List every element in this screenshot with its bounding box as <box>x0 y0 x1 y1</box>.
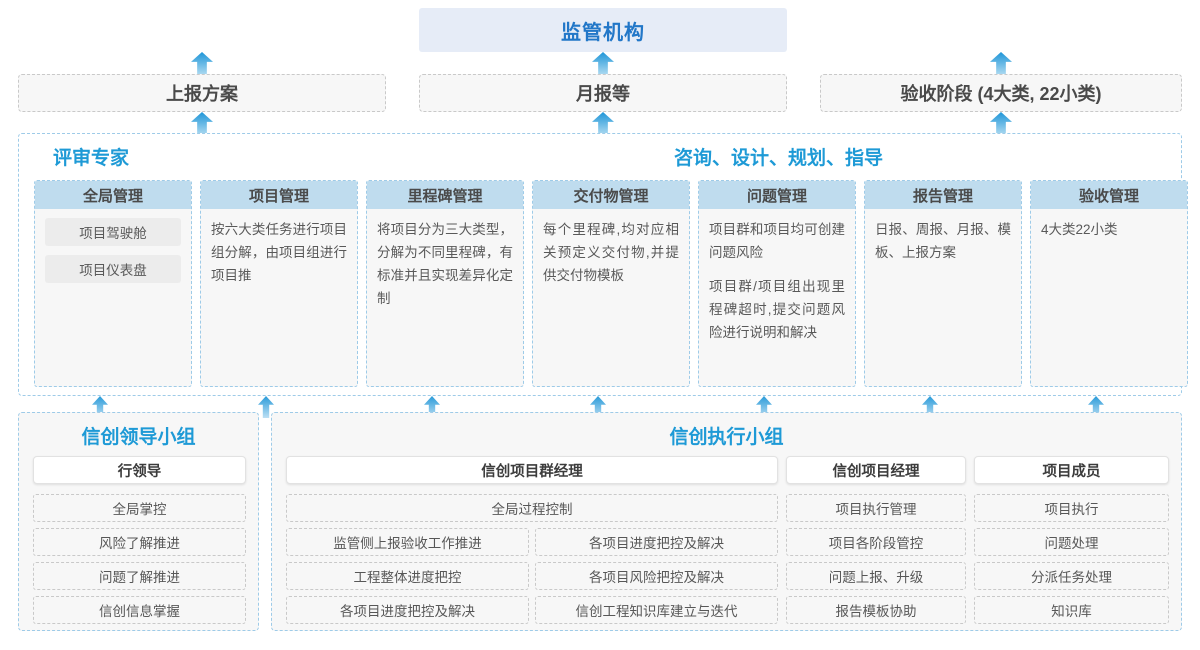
management-panel: 评审专家 咨询、设计、规划、指导 全局管理项目驾驶舱项目仪表盘项目管理按六大类任… <box>18 133 1188 396</box>
management-paragraph: 按六大类任务进行项目组分解，由项目组进行项目推 <box>211 222 347 283</box>
arrow-up-icon <box>990 112 1012 134</box>
regulator-box: 监管机构 <box>419 8 787 52</box>
management-chip[interactable]: 项目驾驶舱 <box>45 218 181 246</box>
management-column[interactable]: 报告管理日报、周报、月报、模板、上报方案 <box>864 180 1022 387</box>
management-paragraph: 4大类22小类 <box>1041 222 1118 237</box>
management-column[interactable]: 项目管理按六大类任务进行项目组分解，由项目组进行项目推 <box>200 180 358 387</box>
task-item[interactable]: 各项目进度把控及解决 <box>535 528 778 556</box>
task-item[interactable]: 项目执行管理 <box>786 494 966 522</box>
management-chip[interactable]: 项目仪表盘 <box>45 255 181 283</box>
task-item[interactable]: 各项目进度把控及解决 <box>286 596 529 624</box>
execution-group-title: 信创执行小组 <box>669 427 784 448</box>
management-column-body: 项目驾驶舱项目仪表盘 <box>35 209 191 283</box>
management-column-header: 交付物管理 <box>533 181 689 209</box>
task-item[interactable]: 问题上报、升级 <box>786 562 966 590</box>
management-paragraph: 项目群/项目组出现里程碑超时,提交问题风险进行说明和解决 <box>709 279 845 340</box>
management-column-header: 全局管理 <box>35 181 191 209</box>
management-column-body: 每个里程碑,均对应相关预定义交付物,并提供交付物模板 <box>533 209 689 287</box>
arrow-up-icon <box>592 112 614 134</box>
task-item[interactable]: 问题处理 <box>974 528 1169 556</box>
management-paragraph: 将项目分为三大类型，分解为不同里程碑，有标准并且实现差异化定制 <box>377 222 513 306</box>
management-column[interactable]: 问题管理项目群和项目均可创建问题风险项目群/项目组出现里程碑超时,提交问题风险进… <box>698 180 856 387</box>
management-column-body: 项目群和项目均可创建问题风险项目群/项目组出现里程碑超时,提交问题风险进行说明和… <box>699 209 855 344</box>
panel-title-reviewers: 评审专家 <box>53 148 130 169</box>
task-item[interactable]: 问题了解推进 <box>33 562 246 590</box>
arrow-up-icon <box>592 52 614 74</box>
report-box-monthly: 月报等 <box>419 74 787 112</box>
role-head-project-manager[interactable]: 信创项目经理 <box>786 456 966 484</box>
task-item[interactable]: 知识库 <box>974 596 1169 624</box>
management-column[interactable]: 验收管理 4大类22小类 <box>1030 180 1188 387</box>
leadership-group-title: 信创领导小组 <box>81 427 196 448</box>
report-box-acceptance: 验收阶段 (4大类, 22小类) <box>820 74 1182 112</box>
task-item[interactable]: 全局掌控 <box>33 494 246 522</box>
management-column-header: 验收管理 <box>1031 181 1187 209</box>
management-column[interactable]: 交付物管理每个里程碑,均对应相关预定义交付物,并提供交付物模板 <box>532 180 690 387</box>
panel-title-consulting: 咨询、设计、规划、指导 <box>674 148 884 169</box>
management-column-header: 问题管理 <box>699 181 855 209</box>
task-global-process-control[interactable]: 全局过程控制 <box>286 494 778 522</box>
management-column[interactable]: 里程碑管理将项目分为三大类型，分解为不同里程碑，有标准并且实现差异化定制 <box>366 180 524 387</box>
task-item[interactable]: 信创信息掌握 <box>33 596 246 624</box>
arrow-up-icon <box>990 52 1012 74</box>
task-item[interactable]: 分派任务处理 <box>974 562 1169 590</box>
arrow-up-icon <box>191 112 213 134</box>
task-item[interactable]: 工程整体进度把控 <box>286 562 529 590</box>
execution-group-panel: 信创执行小组 信创项目群经理 信创项目经理 项目成员 全局过程控制 监管侧上报验… <box>271 412 1182 631</box>
management-column-header: 项目管理 <box>201 181 357 209</box>
management-paragraph: 项目群和项目均可创建问题风险 <box>709 222 845 260</box>
arrow-up-icon <box>191 52 213 74</box>
task-item[interactable]: 监管侧上报验收工作推进 <box>286 528 529 556</box>
management-column-body: 日报、周报、月报、模板、上报方案 <box>865 209 1021 264</box>
management-column-header: 报告管理 <box>865 181 1021 209</box>
leadership-group-panel: 信创领导小组 行领导 全局掌控风险了解推进问题了解推进信创信息掌握 <box>18 412 259 631</box>
management-column-body: 4大类22小类 <box>1031 209 1187 241</box>
management-column-body: 按六大类任务进行项目组分解，由项目组进行项目推 <box>201 209 357 287</box>
task-item[interactable]: 信创工程知识库建立与迭代 <box>535 596 778 624</box>
management-column-body: 将项目分为三大类型，分解为不同里程碑，有标准并且实现差异化定制 <box>367 209 523 310</box>
management-paragraph: 日报、周报、月报、模板、上报方案 <box>875 222 1011 260</box>
management-column-header: 里程碑管理 <box>367 181 523 209</box>
task-item[interactable]: 报告模板协助 <box>786 596 966 624</box>
role-head-program-manager[interactable]: 信创项目群经理 <box>286 456 778 484</box>
task-item[interactable]: 风险了解推进 <box>33 528 246 556</box>
management-column[interactable]: 全局管理项目驾驶舱项目仪表盘 <box>34 180 192 387</box>
task-item[interactable]: 项目执行 <box>974 494 1169 522</box>
role-head-project-member[interactable]: 项目成员 <box>974 456 1169 484</box>
report-box-plan: 上报方案 <box>18 74 386 112</box>
task-item[interactable]: 各项目风险把控及解决 <box>535 562 778 590</box>
management-paragraph: 每个里程碑,均对应相关预定义交付物,并提供交付物模板 <box>543 222 679 283</box>
role-head-bank-leader[interactable]: 行领导 <box>33 456 246 484</box>
task-item[interactable]: 项目各阶段管控 <box>786 528 966 556</box>
